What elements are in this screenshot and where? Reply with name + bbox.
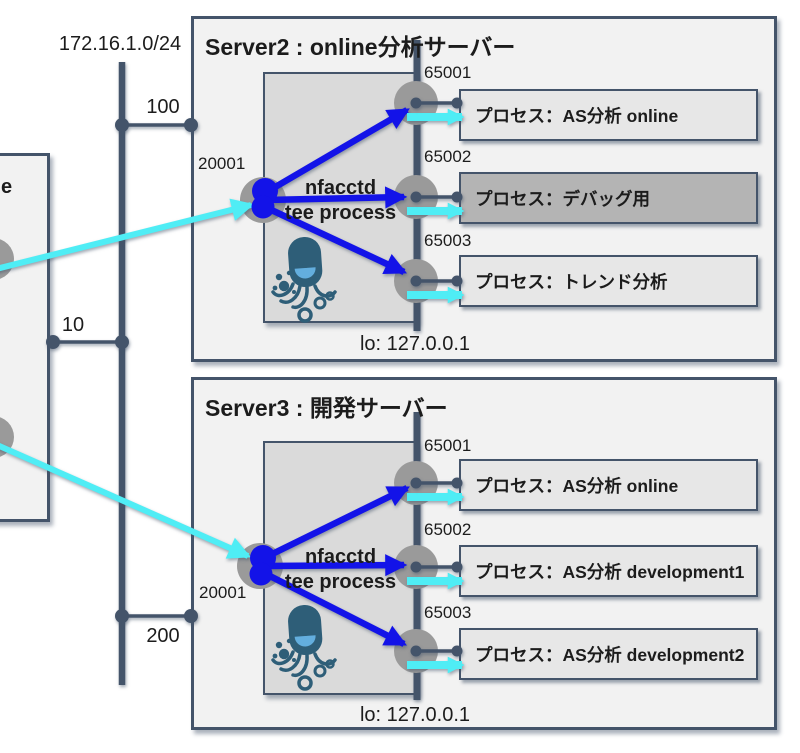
port-connectors bbox=[410, 97, 463, 657]
process-label: プロセス：AS分析 development1 bbox=[475, 561, 745, 582]
tee-replication-arrow bbox=[265, 186, 408, 209]
tee-replication-arrow bbox=[263, 107, 410, 196]
process-box-debug: プロセス：デバッグ用 bbox=[459, 172, 758, 224]
server3-daemon-role: tee process bbox=[284, 571, 397, 593]
subnet-label: 172.16.1.0/24 bbox=[58, 33, 182, 55]
tee-replication-arrows bbox=[260, 107, 410, 647]
server3-daemon-name: nfacctd bbox=[304, 546, 377, 568]
pmacct-octopus-icon bbox=[270, 234, 337, 323]
server2-daemon-role: tee process bbox=[284, 202, 397, 224]
tee-replication-arrow bbox=[263, 204, 408, 275]
server2-loopback-label: lo: 127.0.0.1 bbox=[359, 333, 471, 355]
process-box: プロセス：トレンド分析 bbox=[459, 255, 758, 307]
port-label-65001: 65001 bbox=[424, 63, 472, 82]
port-to-process-arrows bbox=[407, 108, 465, 674]
port-label-65002: 65002 bbox=[424, 147, 472, 166]
flow-export-arrow bbox=[0, 443, 252, 559]
process-box: プロセス：AS分析 development1 bbox=[459, 545, 758, 597]
link-label-100: 100 bbox=[146, 96, 180, 118]
server3-ingress-port-label: 20001 bbox=[199, 583, 247, 602]
process-label: プロセス：デバッグ用 bbox=[475, 188, 650, 209]
port-label-65003: 65003 bbox=[424, 231, 472, 250]
link-200-connector bbox=[115, 609, 198, 623]
port-label-65003: 65003 bbox=[424, 603, 472, 622]
server2-daemon-name: nfacctd bbox=[304, 177, 377, 199]
pmacct-octopus-icon bbox=[270, 602, 337, 691]
tee-replication-arrow bbox=[260, 485, 410, 562]
process-box: プロセス：AS分析 online bbox=[459, 459, 758, 511]
process-label: プロセス：トレンド分析 bbox=[475, 271, 668, 292]
server2-ingress-port-label: 20001 bbox=[198, 154, 246, 173]
port-label-65002: 65002 bbox=[424, 520, 472, 539]
process-label: プロセス：AS分析 development2 bbox=[475, 644, 745, 665]
process-box: プロセス：AS分析 development2 bbox=[459, 628, 758, 680]
process-label: プロセス：AS分析 online bbox=[475, 475, 679, 496]
process-box: プロセス：AS分析 online bbox=[459, 89, 758, 141]
port-label-65001: 65001 bbox=[424, 436, 472, 455]
incoming-flow-arrows bbox=[0, 198, 255, 559]
server1-title-fragment: e bbox=[1, 176, 13, 198]
server3-loopback-label: lo: 127.0.0.1 bbox=[359, 704, 471, 726]
tee-replication-arrow bbox=[263, 554, 408, 577]
link-100-connector bbox=[115, 118, 198, 132]
server1-port-node bbox=[0, 239, 14, 279]
link-label-10: 10 bbox=[61, 314, 85, 336]
tee-node-blobs bbox=[249, 178, 278, 586]
link-label-200: 200 bbox=[146, 625, 180, 647]
server3-title: Server3 : 開発サーバー bbox=[205, 395, 448, 421]
process-label: プロセス：AS分析 online bbox=[475, 105, 679, 126]
link-10-connector bbox=[46, 335, 129, 349]
server2-title: Server2 : online分析サーバー bbox=[205, 34, 516, 60]
tee-replication-arrow bbox=[260, 569, 407, 647]
flow-export-arrow bbox=[0, 198, 255, 272]
